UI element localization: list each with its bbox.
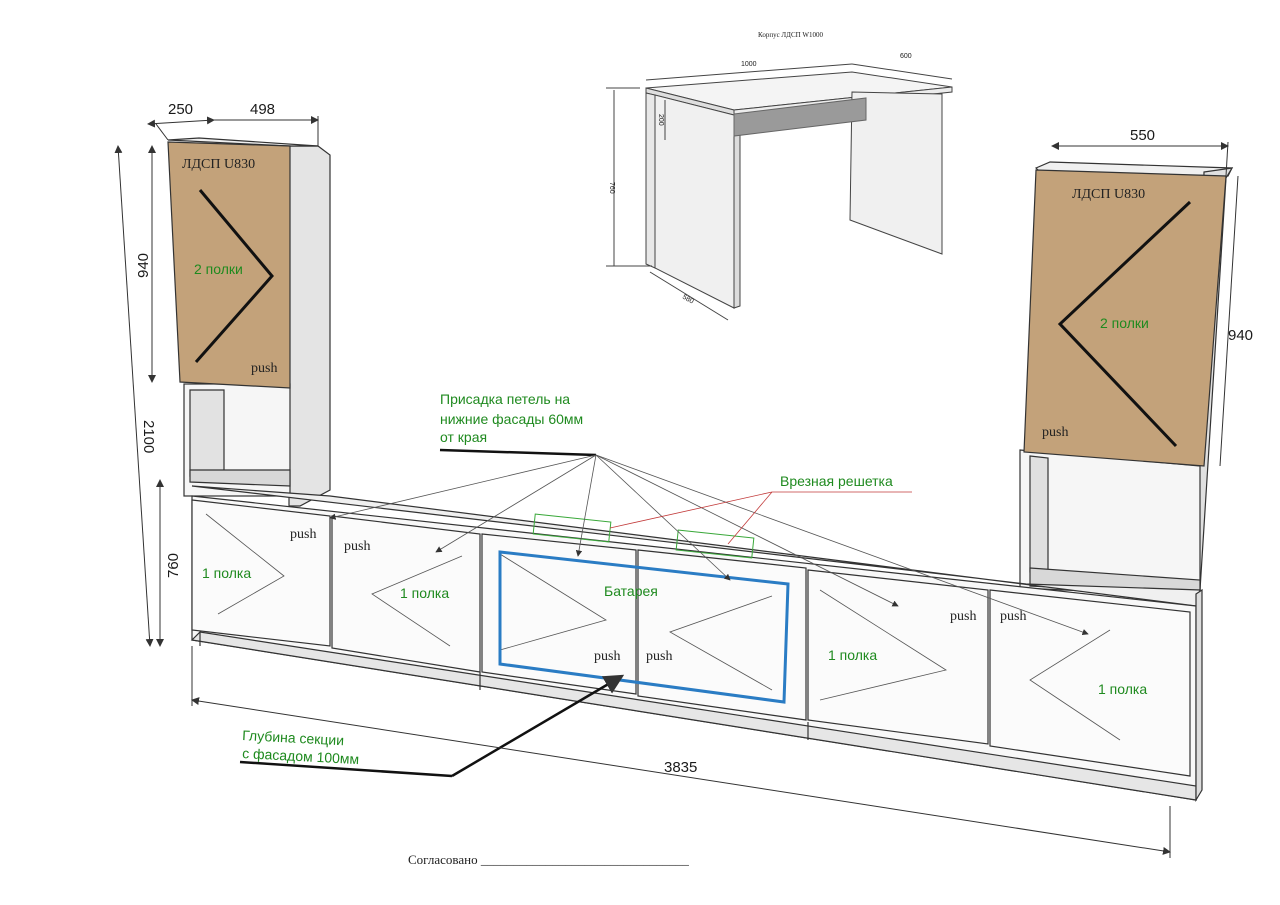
left-upper-door: [167, 141, 291, 389]
depth-note-line-2: с фасадом 100мм: [242, 745, 360, 767]
left-shelves-label: 2 полки: [194, 261, 243, 277]
shelf-label-2: 1 полка: [400, 585, 449, 601]
grille-leaders: [609, 491, 912, 545]
low-door-2: [331, 515, 481, 673]
depth-note-line-1: Глубина секции: [242, 727, 345, 748]
dim-right-width: 550: [1130, 127, 1155, 144]
shelf-label-4: 1 полка: [1098, 681, 1147, 697]
inset-dim-height: 760: [608, 182, 615, 194]
dim-total-height: 2100: [140, 420, 157, 453]
dimension-lines: [114, 116, 1239, 858]
hinge-note-line-3: от края: [440, 429, 487, 445]
hinge-note-line-2: нижние фасады 60мм: [440, 411, 583, 427]
approval-line: Согласовано ____________________________…: [408, 852, 689, 867]
dim-left-width: 498: [250, 101, 275, 118]
inset-title: Корпус ЛДСП W1000: [758, 31, 824, 39]
push-5: push: [950, 609, 976, 624]
right-material-label: ЛДСП U830: [1072, 187, 1145, 202]
dim-left-top-height: 940: [135, 253, 152, 278]
battery-label: Батарея: [604, 583, 658, 599]
right-shelves-label: 2 полки: [1100, 315, 1149, 331]
inset-dim-rail: 200: [657, 114, 664, 126]
push-6: push: [1000, 609, 1026, 624]
grille-rect-1: [532, 513, 612, 543]
dim-right-top-height: 940: [1228, 327, 1253, 344]
grille-rect-2: [675, 529, 755, 559]
left-tall-cabinet: [167, 137, 331, 507]
dim-left-depth: 250: [168, 101, 193, 118]
inset-dim-side: 580: [681, 294, 695, 306]
push-2: push: [344, 539, 370, 554]
low-door-3: [481, 533, 637, 695]
inset-dim-depth: 600: [900, 53, 912, 60]
hinge-leaders: [329, 448, 1089, 636]
left-upper-push: push: [251, 361, 277, 376]
inset-desk: [606, 63, 953, 321]
right-tall-cabinet: [1019, 161, 1234, 597]
push-3: push: [594, 649, 620, 664]
dim-base-height: 760: [165, 553, 182, 578]
inset-dim-width: 1000: [741, 61, 757, 68]
right-upper-push: push: [1042, 425, 1068, 440]
grille-label: Врезная решетка: [780, 473, 893, 489]
right-upper-door: [1023, 169, 1227, 467]
push-1: push: [290, 527, 316, 542]
left-material-label: ЛДСП U830: [182, 157, 255, 172]
shelf-label-3: 1 полка: [828, 647, 877, 663]
hinge-note-line-1: Присадка петель на: [440, 391, 570, 407]
dim-total-length: 3835: [664, 759, 697, 776]
push-4: push: [646, 649, 672, 664]
shelf-label-1: 1 полка: [202, 565, 251, 581]
